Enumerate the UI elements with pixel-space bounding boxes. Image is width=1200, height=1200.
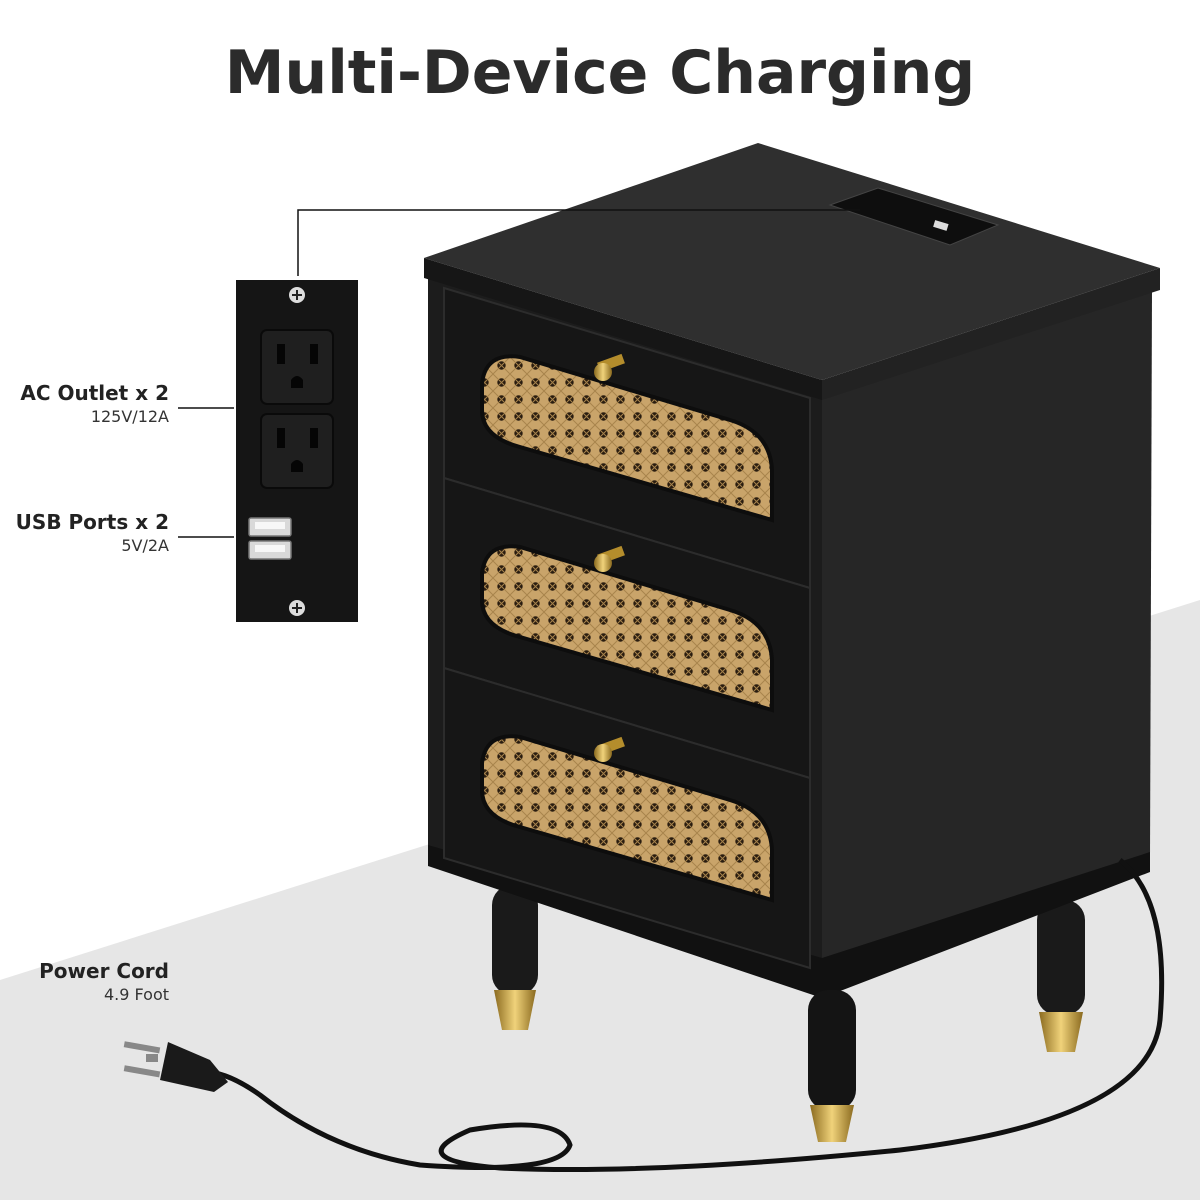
cabinet-top-edge-side	[822, 268, 1160, 400]
page-title: Multi-Device Charging	[224, 38, 976, 108]
cabinet-top-edge-front	[424, 258, 822, 400]
top-outlet-usb	[933, 220, 949, 231]
power-cord	[209, 858, 1165, 1173]
leg-back-left	[492, 885, 538, 995]
cabinet-top	[424, 143, 1160, 380]
callout-connector	[297, 209, 860, 276]
ac-outlet-callout: AC Outlet x 2 125V/12A	[20, 380, 169, 428]
cabinet-base	[428, 845, 1150, 998]
usb-ports-spec: 5V/2A	[121, 536, 169, 555]
usb-ports-callout: USB Ports x 2 5V/2A	[16, 509, 169, 557]
leg-foot-back-right	[1039, 1012, 1083, 1052]
leg-foot-back-left	[494, 990, 536, 1030]
power-cord-label: Power Cord	[39, 959, 169, 983]
top-outlet-plate	[828, 187, 1000, 246]
knob-3	[594, 736, 625, 762]
usb-ports-label: USB Ports x 2	[15, 510, 169, 534]
knob-1	[594, 353, 625, 381]
power-plug	[123, 1041, 228, 1092]
leg-front	[808, 990, 856, 1110]
power-cord-callout: Power Cord 4.9 Foot	[39, 958, 169, 1006]
leg-back-right	[1037, 900, 1085, 1015]
power-cord-spec: 4.9 Foot	[103, 985, 169, 1004]
ac-outlet-spec: 125V/12A	[90, 407, 169, 426]
drawer-3	[443, 666, 811, 970]
leg-foot-front	[810, 1105, 854, 1142]
ac-outlet-label: AC Outlet x 2	[20, 381, 169, 405]
cabinet-side	[822, 290, 1152, 978]
outlet-panel	[236, 280, 358, 622]
knob-2	[594, 545, 625, 572]
